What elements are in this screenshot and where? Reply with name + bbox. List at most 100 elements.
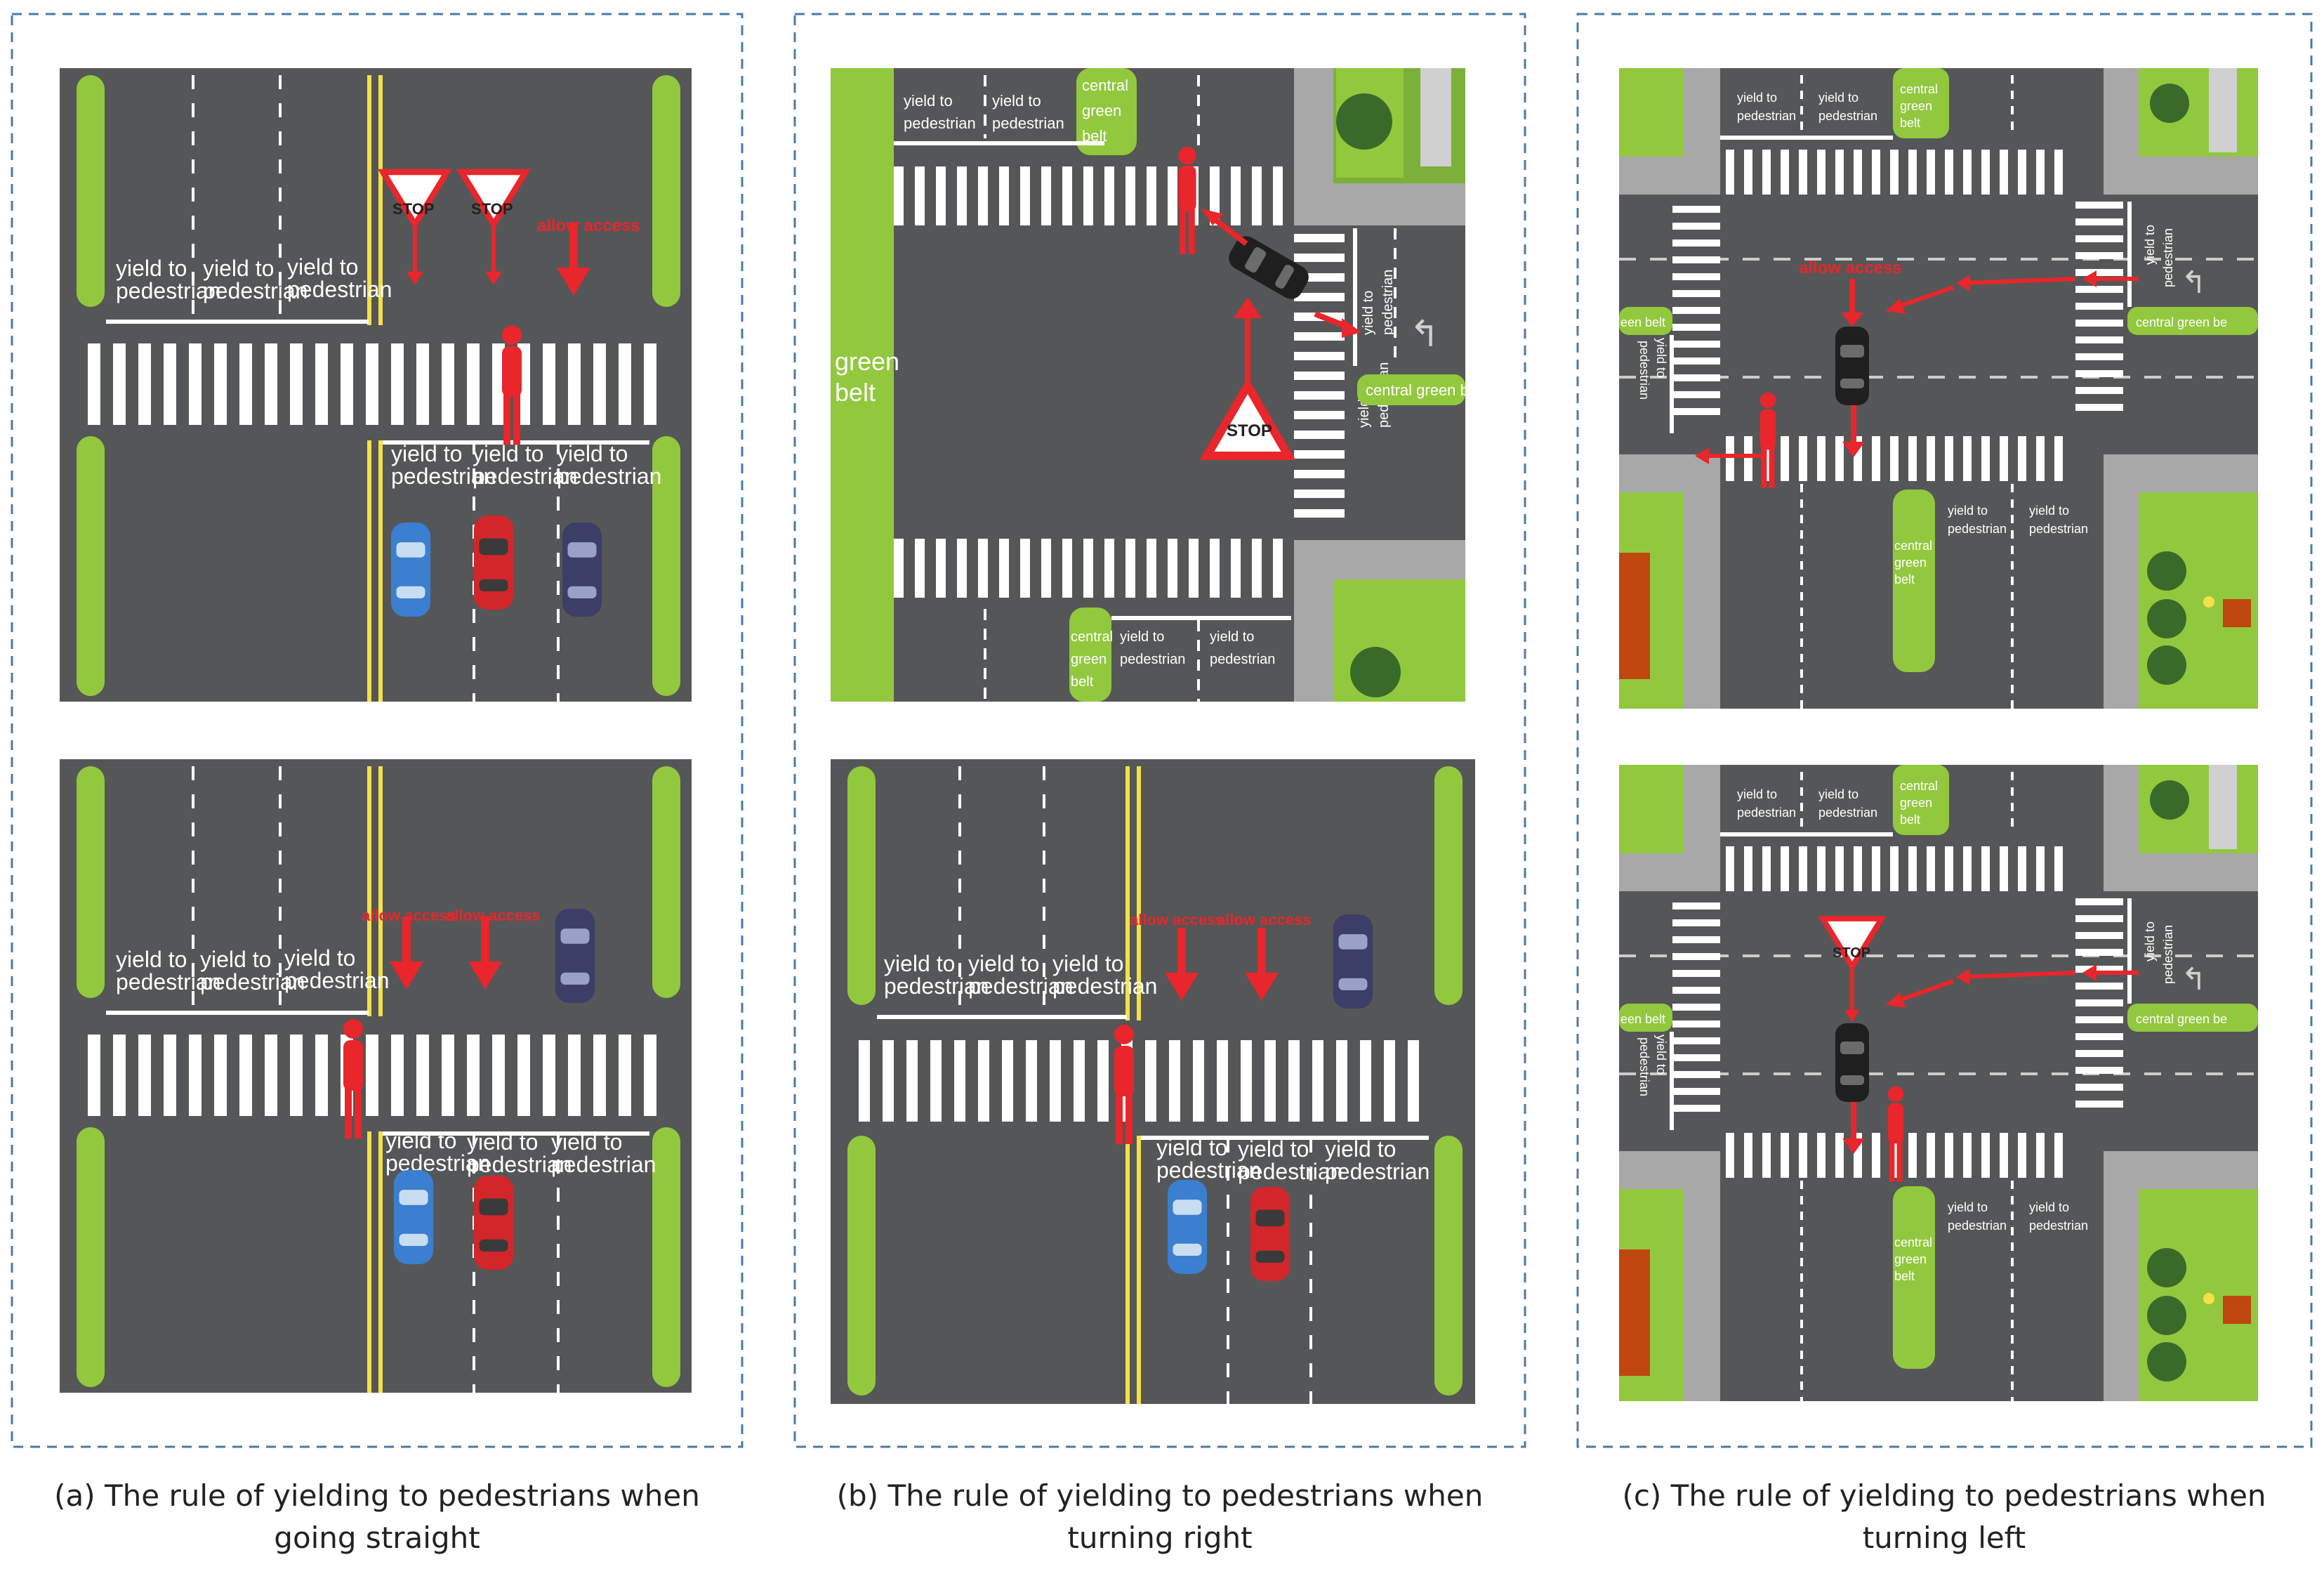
car-navy bbox=[562, 523, 602, 617]
crosswalk bbox=[2075, 898, 2123, 1108]
yellow-center-line bbox=[378, 766, 383, 1016]
crosswalk bbox=[894, 166, 1283, 225]
caption-c-line2: turning left bbox=[1862, 1521, 2026, 1555]
frame-a bbox=[11, 13, 744, 1448]
car-red bbox=[473, 1176, 514, 1270]
yield-label: yield to bbox=[2029, 1200, 2069, 1214]
yield-label: yield to bbox=[1654, 338, 1668, 378]
yield-label: yield to bbox=[1948, 1200, 1988, 1214]
stop-label: STOP bbox=[471, 200, 513, 218]
green-belt bbox=[652, 436, 680, 696]
central-green-label: green bbox=[1082, 102, 1121, 119]
yield-label: pedestrian bbox=[116, 969, 220, 994]
car-black bbox=[1835, 327, 1869, 405]
green-belt bbox=[652, 75, 680, 307]
caption-b: (b) The rule of yielding to pedestrians … bbox=[809, 1475, 1511, 1559]
turn-icon: ↰ bbox=[2181, 961, 2207, 997]
yield-label: pedestrian bbox=[1737, 806, 1796, 820]
yield-label: pedestrian bbox=[904, 114, 976, 132]
yield-label: yield to bbox=[287, 254, 358, 280]
stop-label: STOP bbox=[392, 200, 435, 218]
yellow-center-line bbox=[367, 75, 371, 325]
central-green-belt bbox=[1069, 608, 1111, 702]
central-green-label: central bbox=[1894, 539, 1932, 553]
yield-label: yield to bbox=[968, 951, 1039, 976]
yield-label: pedestrian bbox=[1948, 1219, 2007, 1233]
central-green-label: belt bbox=[1894, 572, 1915, 586]
yield-label: yield to bbox=[1818, 787, 1858, 801]
green-belt bbox=[831, 68, 894, 702]
yield-label: yield to bbox=[203, 256, 274, 281]
yield-label: yield to bbox=[1052, 951, 1123, 976]
central-green-label: green bbox=[1894, 1252, 1927, 1266]
yield-label: pedestrian bbox=[2029, 1219, 2088, 1233]
central-green-label: belt bbox=[1071, 674, 1094, 690]
yield-label: pedestrian bbox=[1818, 109, 1877, 123]
yield-label: pedestrian bbox=[1380, 270, 1396, 335]
central-green-label: belt bbox=[1900, 116, 1920, 130]
yield-label: pedestrian bbox=[1052, 973, 1157, 999]
yield-label: yield to bbox=[385, 1128, 456, 1153]
caption-a-line2: going straight bbox=[274, 1521, 480, 1555]
central-green-label: belt bbox=[1894, 1269, 1915, 1283]
curb-block bbox=[2104, 1151, 2258, 1401]
central-green-belt bbox=[1893, 68, 1949, 138]
yield-label: pedestrian bbox=[1948, 522, 2007, 536]
curb-block bbox=[2104, 765, 2258, 891]
car-red bbox=[473, 516, 514, 610]
yield-label: yield to bbox=[1361, 291, 1376, 335]
yield-label: yield to bbox=[473, 441, 543, 466]
central-green-belt bbox=[1893, 1186, 1935, 1369]
yield-label: pedestrian bbox=[1737, 109, 1796, 123]
yield-label: yield to bbox=[904, 92, 953, 110]
yield-label: pedestrian bbox=[1120, 652, 1185, 667]
central-green-label: een belt bbox=[1620, 1012, 1665, 1026]
central-green-belt bbox=[1893, 490, 1935, 672]
crosswalk bbox=[1726, 1133, 2063, 1178]
crosswalk bbox=[88, 343, 656, 425]
car-blue bbox=[390, 523, 431, 617]
central-green-label: een belt bbox=[1620, 315, 1665, 329]
curb-block bbox=[1294, 68, 1465, 225]
central-green-label: central green be bbox=[2136, 315, 2227, 329]
caption-b-line1: (b) The rule of yielding to pedestrians … bbox=[836, 1478, 1484, 1513]
central-green-label: central bbox=[1071, 629, 1113, 645]
panel-c-bottom: central green belt yield to pedestrian y… bbox=[1619, 765, 2258, 1401]
turn-icon: ↰ bbox=[1409, 313, 1440, 355]
yield-label: pedestrian bbox=[391, 464, 496, 489]
yield-label: yield to bbox=[467, 1129, 538, 1155]
yield-label: yield to bbox=[551, 1129, 622, 1155]
yield-label: pedestrian bbox=[284, 968, 389, 993]
yield-label: yield to bbox=[2143, 225, 2157, 265]
yield-label: pedestrian bbox=[1637, 1037, 1651, 1096]
caption-a-line1: (a) The rule of yielding to pedestrians … bbox=[54, 1478, 700, 1513]
yield-label: yield to bbox=[1737, 787, 1777, 801]
car-blue bbox=[1167, 1180, 1208, 1274]
central-green-label: central bbox=[1082, 77, 1128, 94]
frame-c bbox=[1576, 13, 2313, 1448]
turn-icon: ↰ bbox=[2181, 265, 2207, 301]
yield-label: pedestrian bbox=[557, 464, 661, 489]
green-belt bbox=[847, 1136, 876, 1396]
green-belt bbox=[652, 766, 680, 998]
green-belt-label: belt bbox=[835, 378, 876, 407]
central-green-belt bbox=[1619, 1004, 1672, 1032]
curb-block bbox=[2104, 454, 2258, 709]
car-black bbox=[1835, 1023, 1869, 1102]
yellow-center-line bbox=[367, 766, 371, 1016]
green-belt bbox=[77, 436, 105, 696]
central-green-belt bbox=[1357, 374, 1465, 405]
red-arrow bbox=[1695, 270, 2139, 464]
allow-access-label: allow access bbox=[1217, 911, 1312, 928]
crosswalk bbox=[859, 1040, 1419, 1122]
central-green-label: green bbox=[1894, 556, 1927, 570]
central-green-label: central bbox=[1894, 1235, 1932, 1249]
central-green-label: central bbox=[1900, 779, 1938, 793]
stop-label: STOP bbox=[1227, 421, 1272, 440]
green-belt bbox=[77, 75, 105, 307]
caption-c: (c) The rule of yielding to pedestrians … bbox=[1593, 1475, 2295, 1559]
allow-access-label: allow access bbox=[1799, 258, 1902, 277]
green-belt bbox=[847, 766, 876, 1005]
central-green-belt bbox=[2127, 1004, 2258, 1032]
yield-label: pedestrian bbox=[1156, 1157, 1261, 1183]
